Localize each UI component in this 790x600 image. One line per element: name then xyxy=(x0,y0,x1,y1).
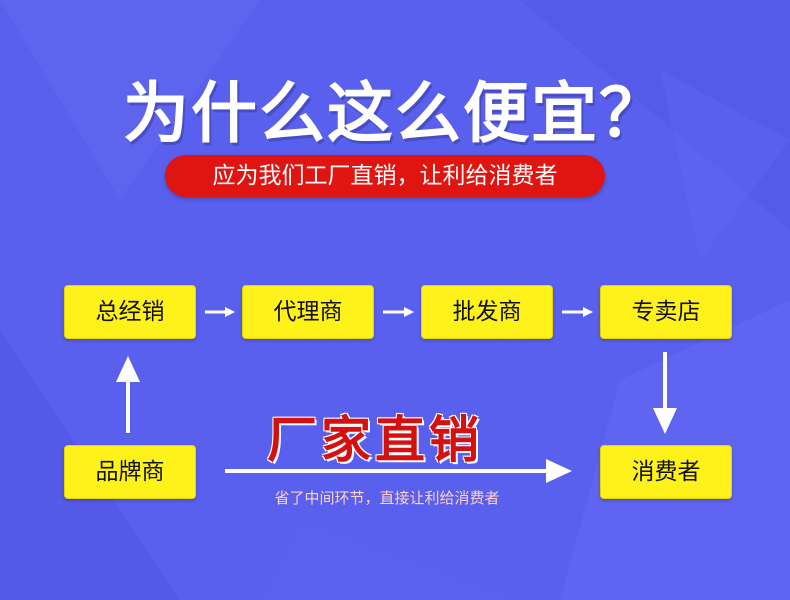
consumer-box: 消费者 xyxy=(600,445,732,499)
factory-direct-note: 省了中间环节，直接让利给消费者 xyxy=(274,489,500,507)
factory-direct-label: 厂家直销 xyxy=(267,411,483,469)
chain-box-wholesaler: 批发商 xyxy=(421,285,553,339)
brand-box: 品牌商 xyxy=(64,445,196,499)
chain-box-store: 专卖店 xyxy=(600,285,732,339)
page-title: 为什么这么便宜？ xyxy=(123,75,667,152)
chain-box-agent: 代理商 xyxy=(242,285,374,339)
subtitle-badge: 应为我们工厂直销，让利给消费者 xyxy=(165,155,605,197)
chain-box-distributor: 总经销 xyxy=(64,285,196,339)
